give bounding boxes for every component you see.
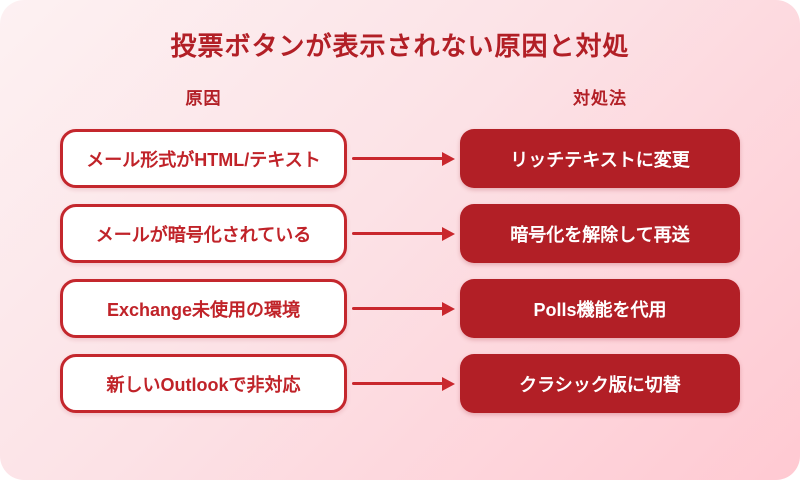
solution-box: 暗号化を解除して再送 [460,204,740,263]
arrow-head [442,226,455,241]
page-title: 投票ボタンが表示されない原因と対処 [170,31,630,61]
cause-box: Exchange未使用の環境 [60,279,347,338]
column-header-solution: 対処法 [573,89,627,108]
arrow-line [352,307,443,310]
column-header-cause: 原因 [185,89,222,108]
cause-box: 新しいOutlookで非対応 [60,354,347,413]
arrow-right-icon [347,354,460,413]
column-headers: 原因 対処法 [60,84,740,108]
arrow-right-icon [347,279,460,338]
arrow-head [442,151,455,166]
arrow-right-icon [347,129,460,188]
solution-box: クラシック版に切替 [460,354,740,413]
flow-row: メール形式がHTML/テキスト リッチテキストに変更 [60,129,740,188]
flow-row: メールが暗号化されている 暗号化を解除して再送 [60,204,740,263]
arrow-right-icon [347,204,460,263]
arrow-line [352,157,443,160]
cause-box: メール形式がHTML/テキスト [60,129,347,188]
arrow-line [352,382,443,385]
arrow-head [442,301,455,316]
arrow-head [442,376,455,391]
arrow-line [352,232,443,235]
flow-rows: メール形式がHTML/テキスト リッチテキストに変更 メールが暗号化されている … [60,129,740,413]
flow-row: 新しいOutlookで非対応 クラシック版に切替 [60,354,740,413]
solution-box: リッチテキストに変更 [460,129,740,188]
flow-row: Exchange未使用の環境 Polls機能を代用 [60,279,740,338]
solution-box: Polls機能を代用 [460,279,740,338]
cause-box: メールが暗号化されている [60,204,347,263]
